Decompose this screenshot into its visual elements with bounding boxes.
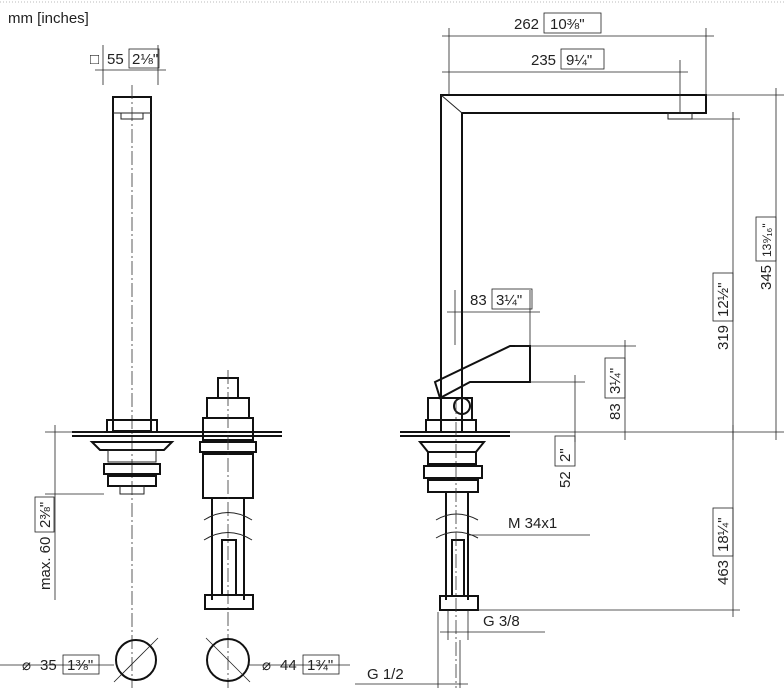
side-connector (439, 595, 479, 611)
dim83v-mm: 83 (607, 403, 624, 420)
hole-35-circle (115, 639, 157, 681)
spout-side-profile (440, 94, 707, 431)
dim83h-inch: 3¼" (496, 292, 522, 309)
spout-front-view: □ 55 2⅛" max. 60 2⅜" ⌀ 35 (0, 45, 282, 688)
max60-mm: max. 60 (37, 537, 54, 590)
mixer-connector (204, 594, 254, 610)
dia35-mm: 35 (40, 657, 57, 674)
mixer-front-view: ⌀ 44 1¾" (199, 370, 350, 688)
dim262-inch: 10⅜" (550, 16, 585, 33)
dim345-mm: 345 (758, 265, 775, 290)
dim235-inch: 9¼" (566, 52, 592, 69)
dim83v-inch: 3¼" (607, 368, 624, 394)
dim463-inch: 18¼" (715, 517, 732, 552)
max60-inch: 2⅜" (37, 502, 54, 528)
units-label: mm [inches] (8, 10, 89, 27)
spout-nut (107, 449, 157, 463)
sq55-inch: 2⅛" (132, 51, 158, 68)
thread-m34: M 34x1 (508, 515, 557, 532)
dia44-symbol: ⌀ (262, 657, 271, 674)
dia44-inch: 1¾" (307, 657, 333, 674)
dim319-mm: 319 (715, 325, 732, 350)
hole-44-circle (206, 638, 250, 682)
mixer-lever (433, 345, 531, 400)
square-symbol: □ (90, 51, 99, 68)
dim262-mm: 262 (514, 16, 539, 33)
sq55-mm: 55 (107, 51, 124, 68)
dim235-mm: 235 (531, 52, 556, 69)
dim319-inch: 12½" (715, 282, 732, 317)
side-view: 262 10⅜" 235 9¼" 83 3¼" 83 3¼" 52 2" (355, 12, 784, 688)
dia44-mm: 44 (280, 657, 297, 674)
dim345-inch: 13⁹⁄₁₆" (760, 223, 774, 257)
spout-washer (103, 463, 161, 475)
dim52-inch: 2" (557, 448, 574, 462)
thread-g38: G 3/8 (483, 613, 520, 630)
sq55-inch-box (128, 48, 160, 69)
thread-g12: G 1/2 (367, 666, 404, 683)
dia35-symbol: ⌀ (22, 657, 31, 674)
dia35-inch: 1⅜" (67, 657, 93, 674)
spout-flange (89, 441, 175, 451)
dim52-mm: 52 (557, 471, 574, 488)
dim83h-mm: 83 (470, 292, 487, 309)
dim463-mm: 463 (715, 560, 732, 585)
